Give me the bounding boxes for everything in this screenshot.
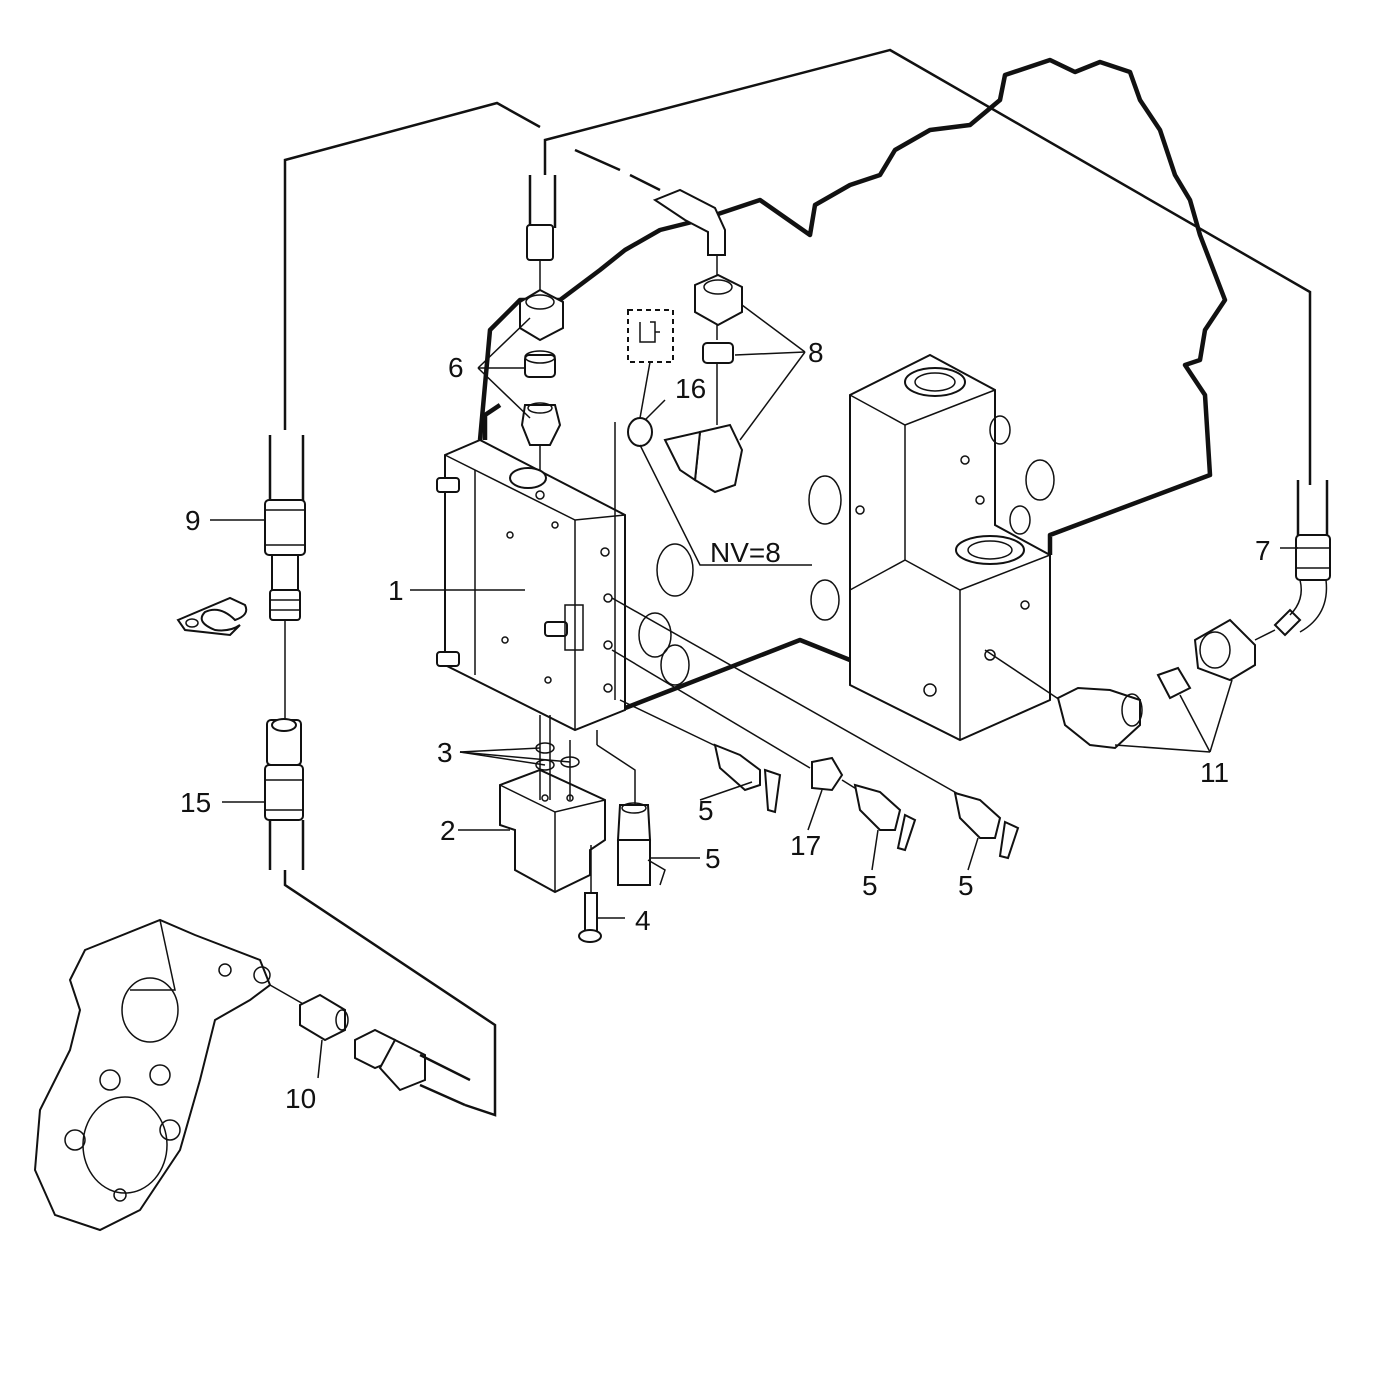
housing-ports xyxy=(638,415,1055,686)
fittings-part-6 xyxy=(519,224,564,446)
label-part-5-first: 5 xyxy=(698,795,714,826)
label-part-5-second: 5 xyxy=(862,870,878,901)
valve-block-main xyxy=(436,438,626,732)
adapter-part-17 xyxy=(611,649,844,792)
label-part-3: 3 xyxy=(437,737,453,768)
label-part-9: 9 xyxy=(185,505,201,536)
label-part-11: 11 xyxy=(1200,757,1229,788)
leader-lines xyxy=(210,304,1298,1079)
fittings-part-11 xyxy=(984,608,1302,750)
label-part-4: 4 xyxy=(635,905,651,936)
housing-outline xyxy=(477,57,1228,555)
label-part-8: 8 xyxy=(808,337,824,368)
label-part-10: 10 xyxy=(285,1083,316,1114)
valve-block-right xyxy=(849,353,1051,742)
test-coupling-2 xyxy=(841,779,917,852)
hose-fitting-lower xyxy=(354,1028,471,1107)
retaining-clip xyxy=(176,596,248,637)
housing-lower-edge xyxy=(619,637,851,713)
label-part-6: 6 xyxy=(448,352,464,383)
flange-bracket xyxy=(33,918,272,1232)
hose-routes xyxy=(268,48,1329,1117)
o-rings-part-3 xyxy=(535,715,580,800)
test-coupling-3 xyxy=(611,597,1020,860)
label-part-2: 2 xyxy=(440,815,456,846)
hose-end-part-9 xyxy=(264,499,306,621)
sub-block-part-2 xyxy=(499,768,606,894)
test-coupling-vertical xyxy=(596,730,666,886)
bolt-part-4 xyxy=(578,845,602,943)
label-part-15: 15 xyxy=(180,787,211,818)
label-part-5-third: 5 xyxy=(958,870,974,901)
test-coupling-1 xyxy=(619,699,782,814)
adapter-part-10 xyxy=(269,984,349,1042)
hose-end-part-15 xyxy=(264,718,304,821)
fittings-part-8 xyxy=(652,188,744,494)
label-nv: NV=8 xyxy=(710,537,781,568)
label-part-1: 1 xyxy=(388,575,404,606)
label-part-5-vertical: 5 xyxy=(705,843,721,874)
label-part-17: 17 xyxy=(790,830,821,861)
pressure-switch-part-16 xyxy=(627,309,674,447)
housing-left-edge xyxy=(482,403,502,440)
label-part-7: 7 xyxy=(1255,535,1271,566)
hose-end-part-7 xyxy=(1289,534,1331,633)
label-part-16: 16 xyxy=(675,373,706,404)
